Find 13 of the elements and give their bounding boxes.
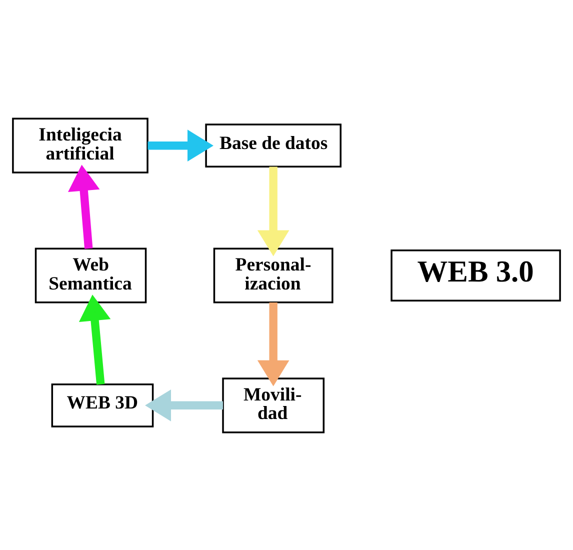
arrow — [148, 129, 214, 161]
arrow — [78, 294, 111, 384]
arrow — [257, 302, 290, 386]
node-box: Movili- dad — [222, 377, 325, 433]
arrow — [145, 389, 223, 421]
node-box: WEB 3.0 — [390, 248, 561, 302]
node-box: Personal- izacion — [213, 247, 334, 303]
arrow — [68, 164, 100, 248]
node-box: Inteligecia artificial — [12, 117, 148, 173]
node-box: Web Semantica — [34, 247, 147, 303]
arrow — [257, 166, 290, 256]
node-box: WEB 3D — [51, 382, 154, 427]
node-box: Base de datos — [205, 123, 342, 168]
